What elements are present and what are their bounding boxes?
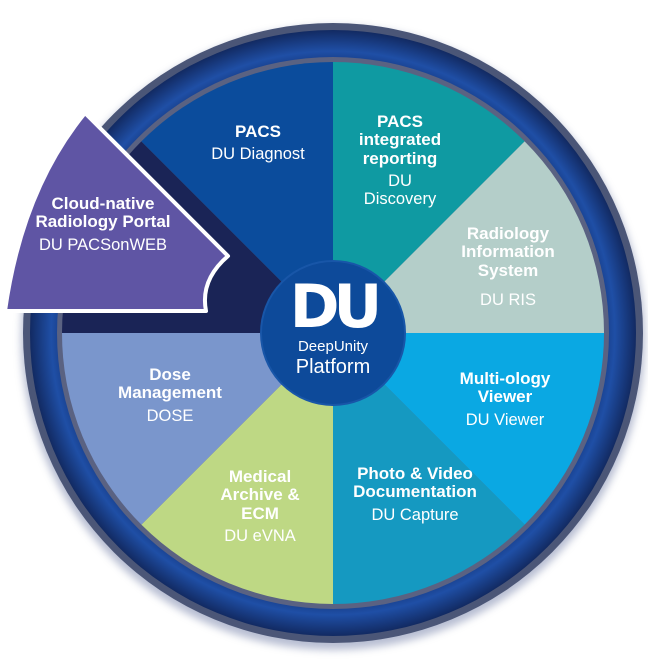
segment-dose[interactable] [61,333,333,525]
segment-label-viewer[interactable]: Multi-ology Viewer DU Viewer [440,369,570,430]
center-logo-block: DU DeepUnity Platform [263,272,403,378]
segment-title: Medical Archive & ECM [220,467,300,523]
segment-title: Multi-ology Viewer [459,369,551,407]
segment-label-evna[interactable]: Medical Archive & ECM DU eVNA [205,467,315,546]
segment-product: DU Discovery [363,172,437,208]
brand-subtitle: Platform [295,356,371,378]
segment-title: PACS [235,122,281,141]
segment-label-ris[interactable]: Radiology Information System DU RIS [438,224,578,310]
segment-product: DOSE [146,406,194,425]
segment-product: DU Viewer [465,410,545,429]
du-logo: DU [289,272,383,342]
segment-product: DU eVNA [224,527,296,546]
center-circle-highlight [260,260,406,406]
segment-title: Dose Management [118,365,222,403]
segment-label-pacs[interactable]: PACS DU Diagnost [190,122,326,164]
segment-label-dose[interactable]: Dose Management DOSE [95,365,245,426]
segment-label-portal[interactable]: Cloud-native Radiology Portal DU PACSonW… [8,194,198,255]
segments-group [61,62,604,604]
brand-name: DeepUnity [297,338,369,355]
segment-product: DU PACSonWEB [38,235,168,254]
segment-title: Photo & Video Documentation [353,464,477,502]
segment-product: DU Capture [371,505,459,524]
segment-ris[interactable] [333,141,604,333]
center-circle [261,261,405,405]
portal-segment[interactable] [3,111,230,313]
segment-capture[interactable] [333,333,525,604]
segment-title: PACS integrated reporting [358,112,442,168]
segment-product: DU Diagnost [211,145,305,164]
segment-title: Cloud-native Radiology Portal [35,194,171,232]
segment-label-pacs-reporting[interactable]: PACS integrated reporting DU Discovery [340,112,460,209]
segment-evna[interactable] [141,333,333,604]
segment-pacs-reporting[interactable] [333,62,525,333]
segment-title: Radiology Information System [461,224,555,280]
segment-label-capture[interactable]: Photo & Video Documentation DU Capture [330,464,500,525]
segment-viewer[interactable] [333,333,604,525]
segment-pacs[interactable] [141,62,333,333]
segment-product: DU RIS [480,291,536,310]
